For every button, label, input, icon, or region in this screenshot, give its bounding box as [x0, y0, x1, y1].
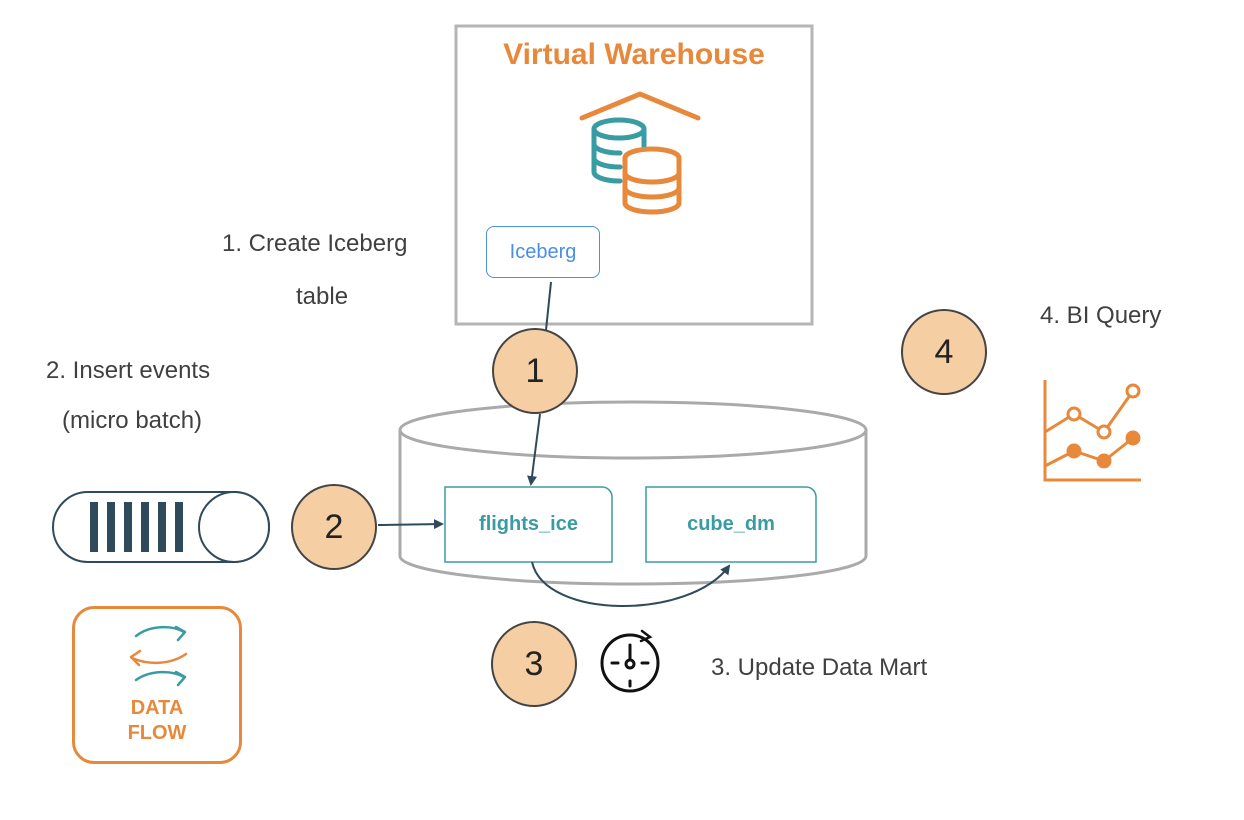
dataflow-label: DATA FLOW [72, 696, 242, 746]
insert-arrow [377, 519, 444, 530]
warehouse-icon [579, 91, 701, 215]
bi-chart-icon [1043, 380, 1141, 482]
dataflow-icon [129, 625, 188, 687]
step2-badge: 2 [291, 484, 377, 570]
flights-ice-box [444, 486, 613, 563]
flights-ice-label: flights_ice [479, 513, 578, 535]
cube-dm-box [645, 486, 817, 563]
update-arrow [531, 561, 731, 607]
dataflow-label-line2: FLOW [127, 722, 187, 744]
step4-badge: 4 [901, 309, 987, 395]
step1-badge: 1 [492, 328, 578, 414]
create-arrow [527, 413, 541, 486]
cube-dm-label: cube_dm [687, 513, 775, 535]
step2-label-line1: 2. Insert events [46, 357, 211, 384]
event-stream-icon [52, 491, 270, 563]
iceberg-table-box: Iceberg [486, 226, 600, 278]
dataflow-box [72, 606, 242, 764]
iceberg-connector [545, 281, 552, 331]
dataflow-label-line1: DATA [130, 697, 184, 719]
step3-badge: 3 [491, 621, 577, 707]
step1-label-line2: table [296, 283, 349, 310]
step1-label-line1: 1. Create Iceberg [222, 230, 408, 257]
timer-icon [600, 629, 660, 693]
step3-label: 3. Update Data Mart [711, 654, 928, 681]
warehouse-title: Virtual Warehouse [503, 38, 765, 71]
step2-label-line2: (micro batch) [62, 407, 203, 434]
step4-label: 4. BI Query [1040, 302, 1162, 329]
